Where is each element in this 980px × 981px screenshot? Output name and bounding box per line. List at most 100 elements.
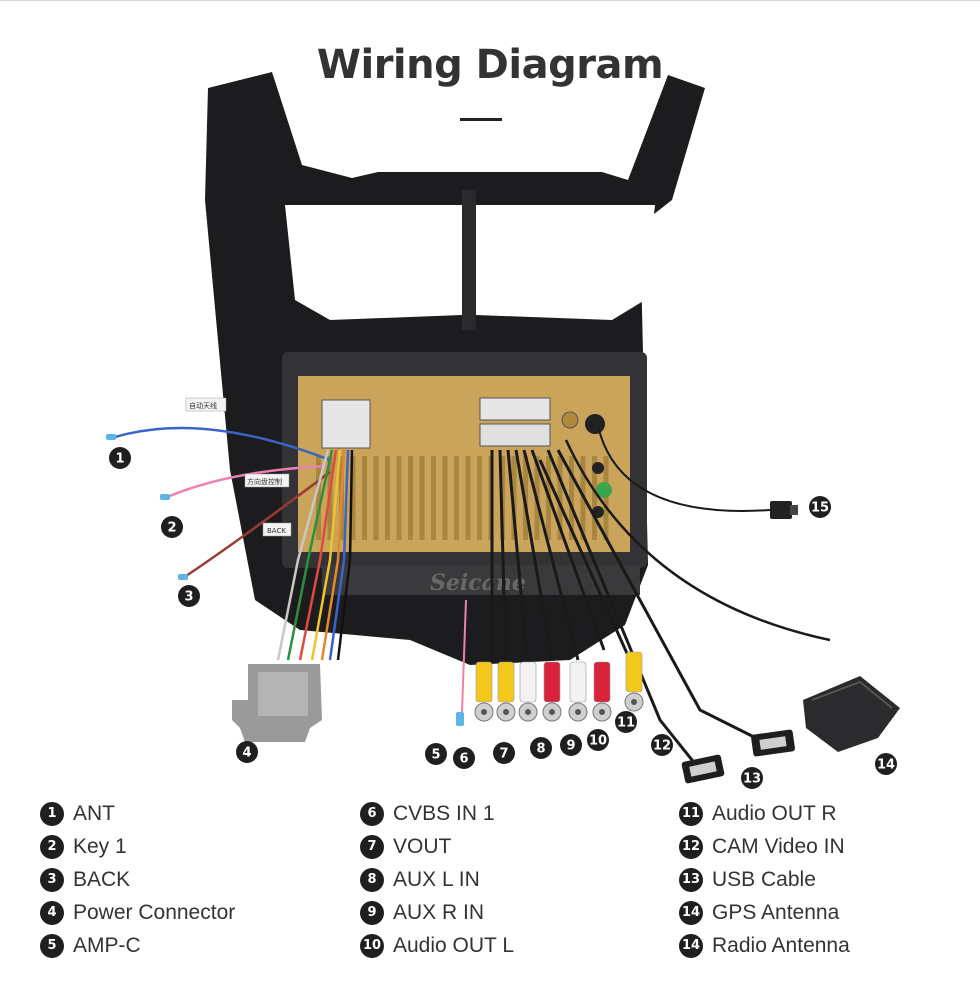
legend-label: AMP-C	[73, 933, 141, 957]
antenna-socket	[561, 411, 579, 429]
gps-antenna	[803, 676, 900, 752]
legend-number-badge: 6	[360, 801, 384, 826]
rca-plug	[496, 661, 516, 722]
rca-plug	[624, 651, 644, 712]
port-dot	[596, 482, 612, 498]
legend-item: 2 Key 1	[40, 830, 340, 863]
legend-number-badge: 14	[679, 900, 703, 925]
legend-label: BACK	[73, 867, 131, 891]
back-tag	[262, 522, 292, 537]
key-tag-text: 方向盘控制	[247, 477, 282, 486]
rca-plug	[518, 661, 538, 722]
callout-badge	[560, 734, 582, 756]
callout-badge	[741, 767, 763, 789]
legend-number-badge: 8	[360, 867, 384, 892]
legend-number-badge: 13	[679, 867, 703, 892]
watermark: Seicane	[430, 570, 526, 596]
page-title: Wiring Diagram	[316, 42, 664, 88]
legend-label: Audio OUT L	[393, 933, 515, 957]
callout-badge	[530, 737, 552, 759]
rca-plug	[474, 661, 494, 722]
callout-number: 11	[617, 716, 635, 731]
callout-badge	[425, 743, 447, 765]
rca-wires	[461, 425, 831, 771]
legend-label: Key 1	[73, 834, 127, 858]
av-socket-2	[479, 423, 551, 447]
frame-divider	[462, 190, 476, 330]
callout-number: 3	[184, 590, 193, 605]
legend-label: Power Connector	[73, 900, 236, 924]
vent-slot	[454, 456, 459, 540]
legend-number-badge: 9	[360, 900, 384, 925]
legend-label: AUX L IN	[393, 867, 480, 891]
legend-number-badge: 1	[40, 801, 64, 826]
ant-tag	[185, 397, 227, 412]
callout-number: 8	[536, 742, 545, 757]
callout-badge	[615, 711, 637, 733]
legend-column-1: 1 ANT 2 Key 1 3 BACK 4 Power Connector 5 AMP-C	[40, 797, 340, 962]
vent-slot	[465, 456, 471, 540]
vent-slot	[419, 456, 425, 540]
legend-item: 4 Power Connector	[40, 896, 340, 929]
callout-badge	[587, 729, 609, 751]
vent-slot	[592, 456, 597, 540]
wire-tip	[106, 434, 116, 440]
chassis-bottom-strip	[322, 565, 640, 595]
callout-badge	[809, 496, 831, 518]
callout-badge	[493, 742, 515, 764]
usb-cable	[681, 729, 795, 784]
legend-number-badge: 4	[40, 900, 64, 925]
av-socket	[479, 397, 551, 421]
power-socket	[321, 399, 371, 449]
power-connector-clip	[258, 672, 308, 716]
vent-slot	[442, 456, 448, 540]
title-underline	[460, 118, 502, 121]
frame-window	[476, 205, 655, 320]
callout-badge	[178, 585, 200, 607]
vent-slot	[431, 456, 436, 540]
wiring-diagram: Seicane 自动天线 方向盘控制 BACK	[106, 72, 900, 789]
vent-slot	[396, 456, 402, 540]
legend-number-badge: 12	[679, 834, 703, 859]
legend-number-badge: 2	[40, 834, 64, 859]
callout-number: 10	[589, 734, 607, 749]
legend-number-badge: 14	[679, 933, 703, 958]
ant-tag-text: 自动天线	[189, 401, 217, 410]
vent-slot	[316, 456, 321, 540]
legend-item: 3 BACK	[40, 863, 340, 896]
legend-item: 7 VOUT	[360, 830, 660, 863]
vent-slot	[408, 456, 413, 540]
legend-item: 10 Audio OUT L	[360, 929, 660, 962]
legend-label: VOUT	[393, 834, 452, 858]
callout-number: 6	[459, 752, 468, 767]
legend-number-badge: 10	[360, 933, 384, 958]
legend-number-badge: 3	[40, 867, 64, 892]
amp-wire-tip	[456, 712, 464, 726]
callout-badge	[109, 447, 131, 469]
legend-label: USB Cable	[712, 867, 816, 891]
legend-label: ANT	[73, 801, 115, 825]
callout-badge	[453, 747, 475, 769]
rca-plug	[542, 661, 562, 722]
legend-label: GPS Antenna	[712, 900, 840, 924]
callout-number: 13	[743, 772, 761, 787]
callout-number: 4	[242, 746, 251, 761]
vent-slot	[362, 456, 367, 540]
top-rule	[0, 0, 980, 1]
rca-plugs	[474, 651, 644, 722]
back-tag-text: BACK	[267, 527, 286, 535]
vent-slot	[350, 456, 356, 540]
gps-socket	[585, 414, 605, 434]
legend-number-badge: 11	[679, 801, 703, 826]
callout-number: 7	[499, 747, 508, 762]
port-dot	[592, 462, 604, 474]
legend-number-badge: 7	[360, 834, 384, 859]
wire-tip	[178, 574, 188, 580]
legend-number-badge: 5	[40, 933, 64, 958]
